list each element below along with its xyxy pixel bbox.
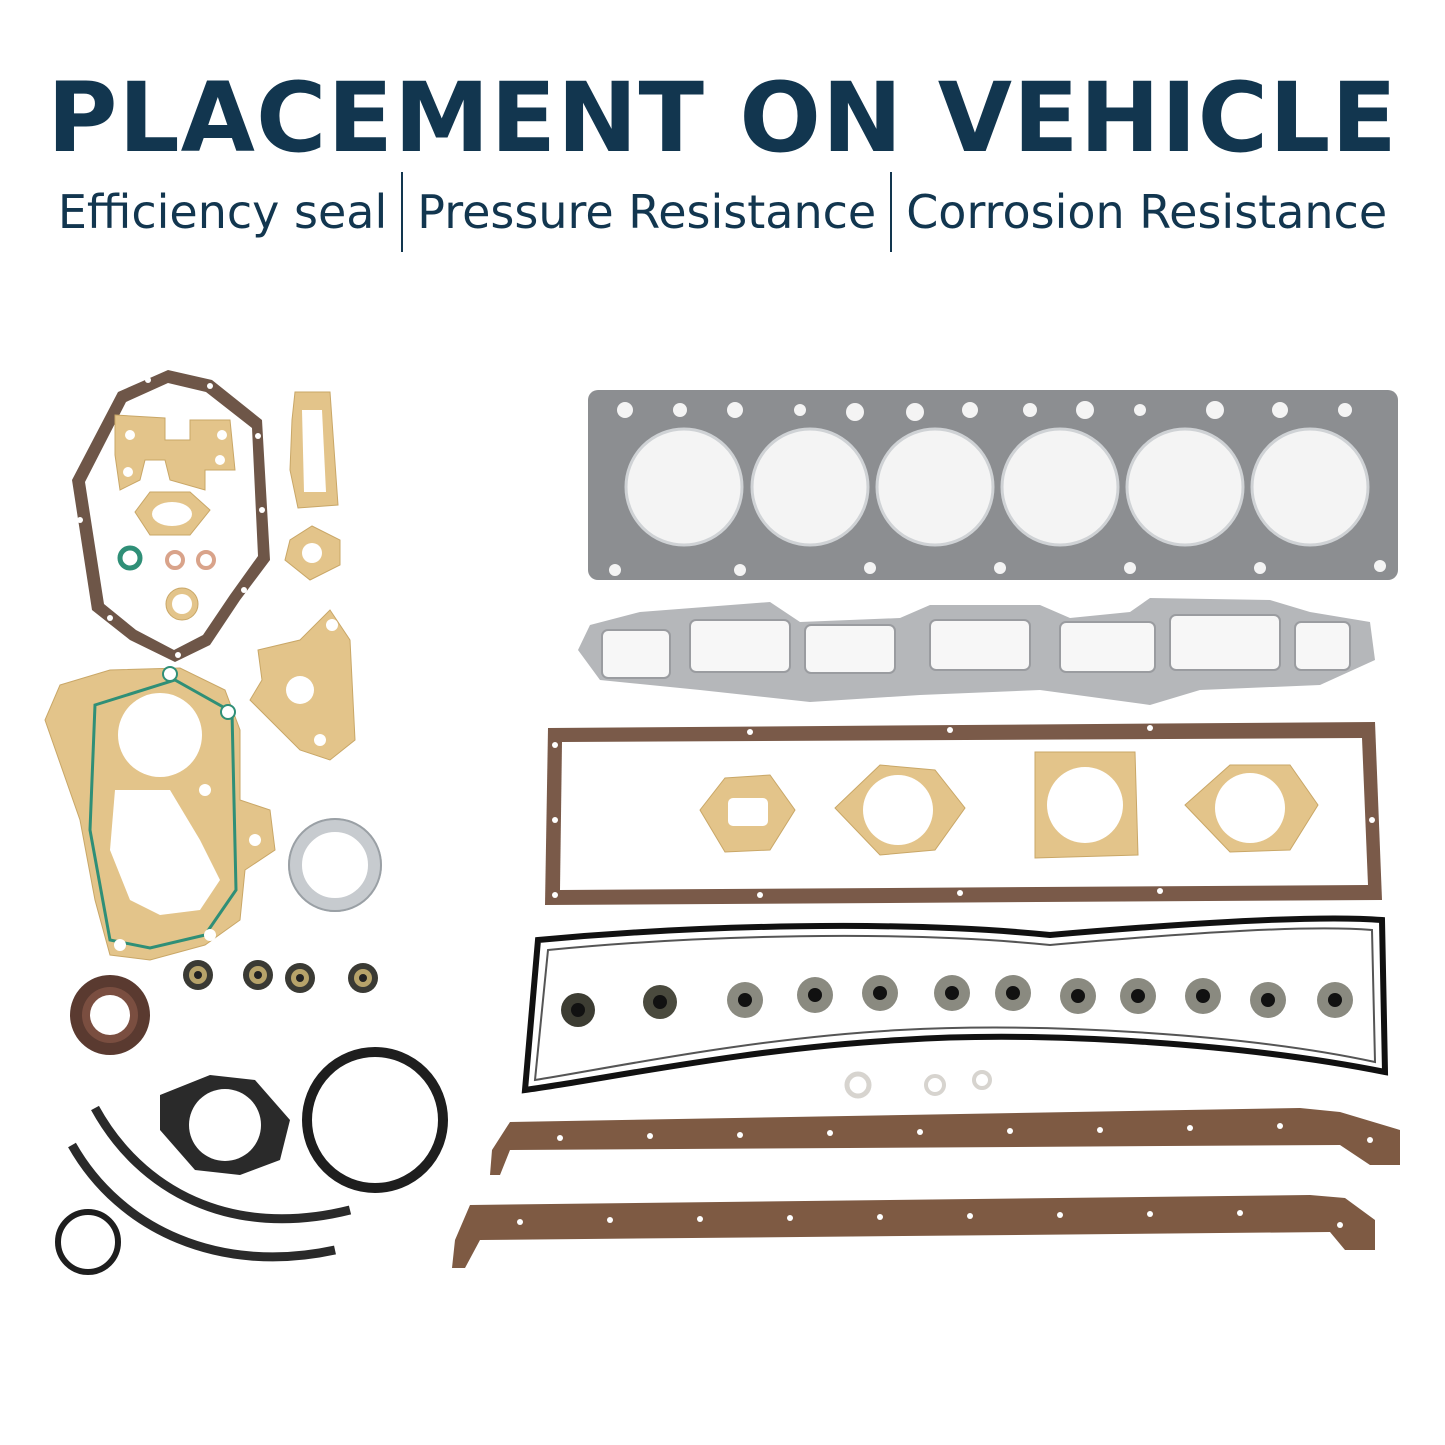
gasket-kit-illustration (44, 370, 1400, 1275)
paper-gasket-oval (134, 491, 211, 536)
flange-gasket-round-1 (834, 764, 966, 856)
flange-gasket-square (1034, 751, 1139, 859)
page-title: PLACEMENT ON VEHICLE (47, 62, 1398, 174)
feature-divider (401, 172, 404, 252)
feature-pressure-resistance: Pressure Resistance (417, 185, 877, 239)
paper-gasket-small (114, 414, 236, 491)
rear-seal-strips (68, 1105, 352, 1262)
rubber-valve-cover-seal (521, 915, 1389, 1094)
fuel-pump-gasket (699, 774, 796, 853)
rubber-cover-gasket (160, 1075, 290, 1175)
crankshaft-oil-seal (70, 975, 150, 1055)
feature-strip: Efficiency seal Pressure Resistance Corr… (0, 172, 1445, 252)
flange-gasket-round-2 (1184, 764, 1319, 853)
copper-washers (844, 1070, 992, 1099)
cylinder-head-gasket (588, 390, 1398, 580)
oil-pan-gasket-upper (490, 1108, 1400, 1175)
feature-divider (890, 172, 893, 252)
front-plate-gasket (44, 666, 276, 961)
small-valve-seals (183, 960, 378, 993)
feature-corrosion-resistance: Corrosion Resistance (906, 185, 1388, 239)
paper-gasket-vertical (289, 391, 339, 509)
oil-pan-gasket-lower (452, 1195, 1375, 1268)
exhaust-flange-ring (288, 818, 382, 912)
large-oring (302, 1047, 448, 1193)
intake-exhaust-manifold-gasket (578, 598, 1375, 705)
small-oring (55, 1209, 121, 1275)
valve-stem-seals (561, 975, 1353, 1027)
water-pump-gasket (249, 609, 356, 761)
paper-gasket-diamond (284, 525, 341, 581)
small-washers (117, 545, 216, 621)
feature-efficiency-seal: Efficiency seal (57, 185, 388, 239)
